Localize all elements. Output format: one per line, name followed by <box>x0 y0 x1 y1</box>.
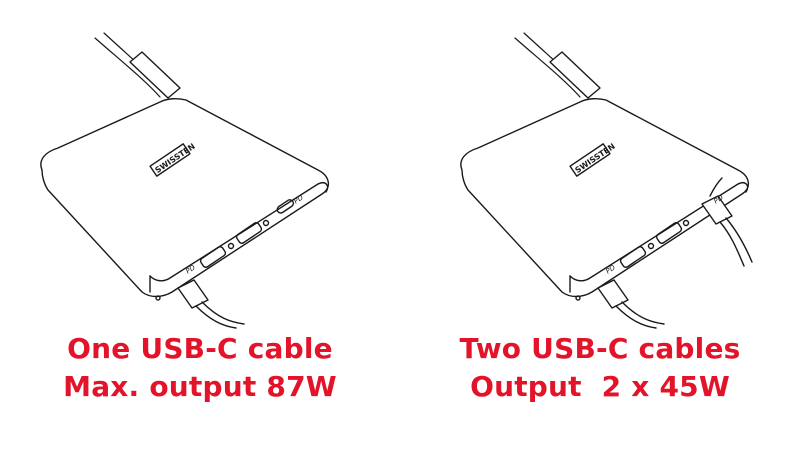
power-led-icon <box>575 295 581 301</box>
usb-a-port-1 <box>199 246 227 268</box>
usb-a-port-2 <box>235 222 263 244</box>
usb-c-cable-2 <box>701 195 733 225</box>
charger-illustration-one-cable: SWISSTEN PD PD <box>40 32 329 329</box>
caption-one-cable: One USB-C cable Max. output 87W <box>0 330 400 406</box>
caption-line-1: One USB-C cable <box>67 332 333 365</box>
charger-body <box>460 97 749 298</box>
panel-one-cable: SWISSTEN PD PD One USB-C cable Max. outp… <box>0 32 400 406</box>
power-led-icon <box>155 295 161 301</box>
caption-line-1: Two USB-C cables <box>459 332 741 365</box>
usb-c-cable <box>177 279 209 309</box>
caption-line-2: Max. output 87W <box>63 370 337 403</box>
usb-a-port-1 <box>619 246 647 268</box>
usb-a-port-2 <box>655 222 683 244</box>
panel-two-cables: SWISSTEN PD PD Two USB-C cables Output 2… <box>400 0 799 459</box>
charger-body <box>40 97 329 298</box>
caption-two-cables: Two USB-C cables Output 2 x 45W <box>400 330 799 406</box>
brand-plate <box>569 143 611 177</box>
power-cord <box>94 37 161 98</box>
port-indicator-icon <box>227 242 235 250</box>
port-indicator-icon <box>647 242 655 250</box>
caption-line-2: Output 2 x 45W <box>470 370 730 403</box>
charger-illustration-two-cables: SWISSTEN PD PD <box>460 32 753 329</box>
usb-c-cable-1 <box>597 279 629 309</box>
brand-plate <box>149 143 191 177</box>
usb-c-port <box>276 199 295 214</box>
power-cord <box>514 37 581 98</box>
